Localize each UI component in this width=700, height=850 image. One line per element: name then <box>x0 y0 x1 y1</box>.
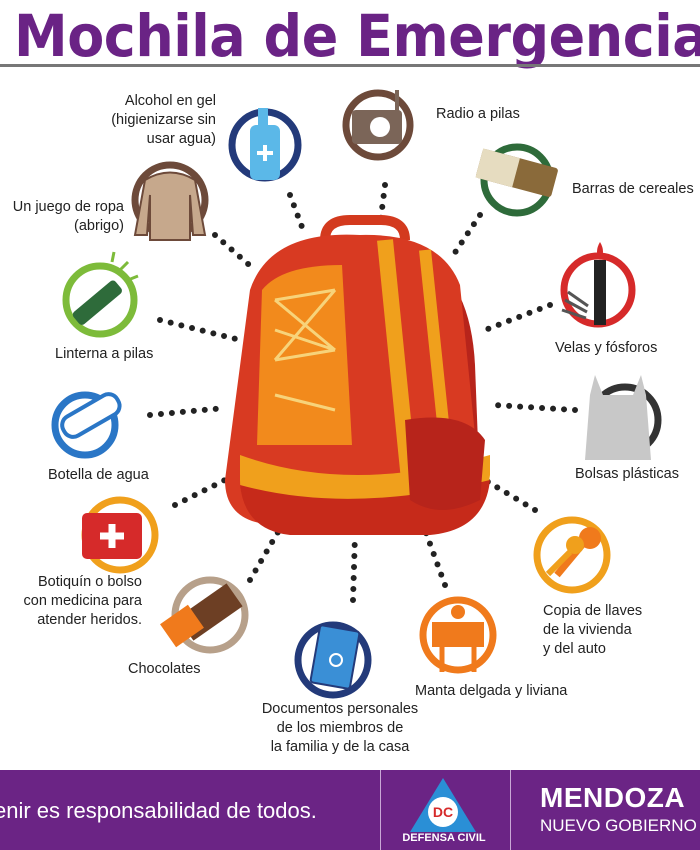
mendoza-logo: MENDOZA <box>540 782 686 813</box>
item-label-documents: Documentos personales de los miembros de… <box>261 701 419 755</box>
item-label-clothes: Un juego de ropa (abrigo) <box>12 199 124 234</box>
item-label-bags: Bolsas plásticas <box>575 466 679 482</box>
sweater-icon <box>131 161 209 241</box>
item-label-blanket: Manta delgada y liviana <box>415 683 568 699</box>
radio-icon <box>342 89 414 161</box>
item-label-chocolate: Chocolates <box>128 661 201 677</box>
plastic-bag-icon <box>585 375 662 460</box>
footer-divider <box>510 770 511 850</box>
footer-divider <box>380 770 381 850</box>
first-aid-kit-icon <box>81 496 159 574</box>
dc-badge: DC <box>432 804 454 820</box>
footer-banner: enir es responsabilidad de todos. DC DEF… <box>0 770 700 850</box>
water-bottle-icon <box>51 391 122 459</box>
item-label-radio: Radio a pilas <box>436 106 520 122</box>
item-label-hand-sanitizer: Alcohol en gel (higienizarse sin usar ag… <box>111 93 216 147</box>
item-label-cereal-bars: Barras de cereales <box>572 181 694 197</box>
item-label-candles: Velas y fósforos <box>555 340 658 356</box>
keys-icon <box>533 516 611 594</box>
candle-matches-icon <box>560 242 636 328</box>
cereal-bar-icon <box>475 143 558 217</box>
illustration <box>51 89 662 699</box>
blanket-icon <box>419 596 497 674</box>
nuevo-gobierno-text: NUEVO GOBIERNO <box>540 816 697 835</box>
title-divider <box>0 64 700 67</box>
hand-sanitizer-icon <box>228 108 302 182</box>
page-title: Mochila de Emergencia <box>14 2 700 70</box>
item-label-water: Botella de agua <box>48 467 149 483</box>
documents-icon <box>294 621 372 699</box>
defensa-civil-logo <box>410 778 476 832</box>
defensa-civil-name: DEFENSA CIVIL <box>402 832 486 844</box>
chocolate-icon <box>160 576 249 654</box>
slogan: enir es responsabilidad de todos. <box>0 798 317 823</box>
flashlight-icon <box>62 251 139 338</box>
item-label-first-aid: Botiquín o bolso con medicina para atend… <box>23 574 143 628</box>
item-label-keys: Copia de llaves de la vivienda y del aut… <box>543 603 643 657</box>
backpack-illustration <box>225 215 490 535</box>
item-label-flashlight: Linterna a pilas <box>55 346 154 362</box>
